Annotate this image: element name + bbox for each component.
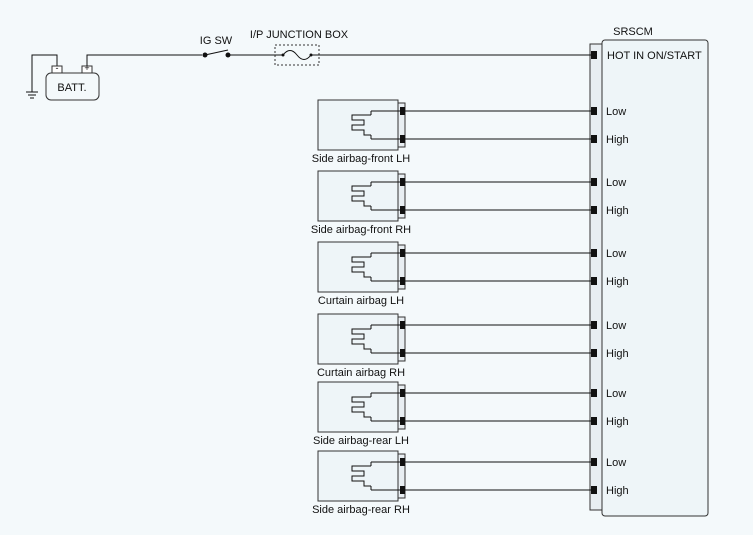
airbag-name-label: Side airbag-front RH xyxy=(311,224,411,236)
junction-box-label: I/P JUNCTION BOX xyxy=(250,29,349,41)
pin-high-label: High xyxy=(606,134,629,146)
battery-label: BATT. xyxy=(57,82,86,94)
srscm-high-pin xyxy=(591,206,597,214)
srscm-power-pin-label: HOT IN ON/START xyxy=(607,50,702,62)
ignition-switch: IG SW xyxy=(200,35,233,58)
airbag-name-label: Side airbag-front LH xyxy=(312,153,410,165)
pin-low-label: Low xyxy=(606,457,626,469)
junction-box: I/P JUNCTION BOX xyxy=(250,29,349,66)
srscm-high-pin xyxy=(591,486,597,494)
srscm-power-pin xyxy=(591,51,597,59)
squib-icon xyxy=(351,328,371,350)
battery: - + BATT. xyxy=(26,54,100,101)
srscm-high-pin xyxy=(591,135,597,143)
airbag-name-label: Curtain airbag RH xyxy=(317,367,405,379)
ignition-switch-label: IG SW xyxy=(200,35,233,47)
battery-supply-wire xyxy=(86,54,202,66)
squib-icon xyxy=(351,185,371,207)
pin-low-label: Low xyxy=(606,177,626,189)
airbag-name-label: Curtain airbag LH xyxy=(318,295,404,307)
pin-high-label: High xyxy=(606,416,629,428)
airbag-name-label: Side airbag-rear RH xyxy=(312,504,410,516)
squib-icon xyxy=(351,114,371,136)
srscm-low-pin xyxy=(591,178,597,186)
srscm-high-pin xyxy=(591,277,597,285)
srscm-title: SRSCM xyxy=(613,26,653,38)
srscm-module-body xyxy=(601,39,709,517)
airbag-name-label: Side airbag-rear LH xyxy=(313,435,409,447)
pin-high-label: High xyxy=(606,485,629,497)
squib-icon xyxy=(351,465,371,487)
pin-high-label: High xyxy=(606,205,629,217)
pin-low-label: Low xyxy=(606,106,626,118)
squib-icon xyxy=(351,396,371,418)
srscm-low-pin xyxy=(591,458,597,466)
squib-icon xyxy=(351,256,371,278)
battery-body xyxy=(45,72,100,101)
srscm-low-pin xyxy=(591,321,597,329)
pin-low-label: Low xyxy=(606,248,626,260)
pin-low-label: Low xyxy=(606,388,626,400)
srscm-high-pin xyxy=(591,349,597,357)
srscm-low-pin xyxy=(591,249,597,257)
srscm-low-pin xyxy=(591,107,597,115)
srscm-high-pin xyxy=(591,417,597,425)
battery-neg-terminal: - xyxy=(56,63,59,73)
pin-high-label: High xyxy=(606,276,629,288)
srscm-low-pin xyxy=(591,389,597,397)
battery-pos-terminal: + xyxy=(84,63,89,73)
pin-low-label: Low xyxy=(606,320,626,332)
pin-high-label: High xyxy=(606,348,629,360)
